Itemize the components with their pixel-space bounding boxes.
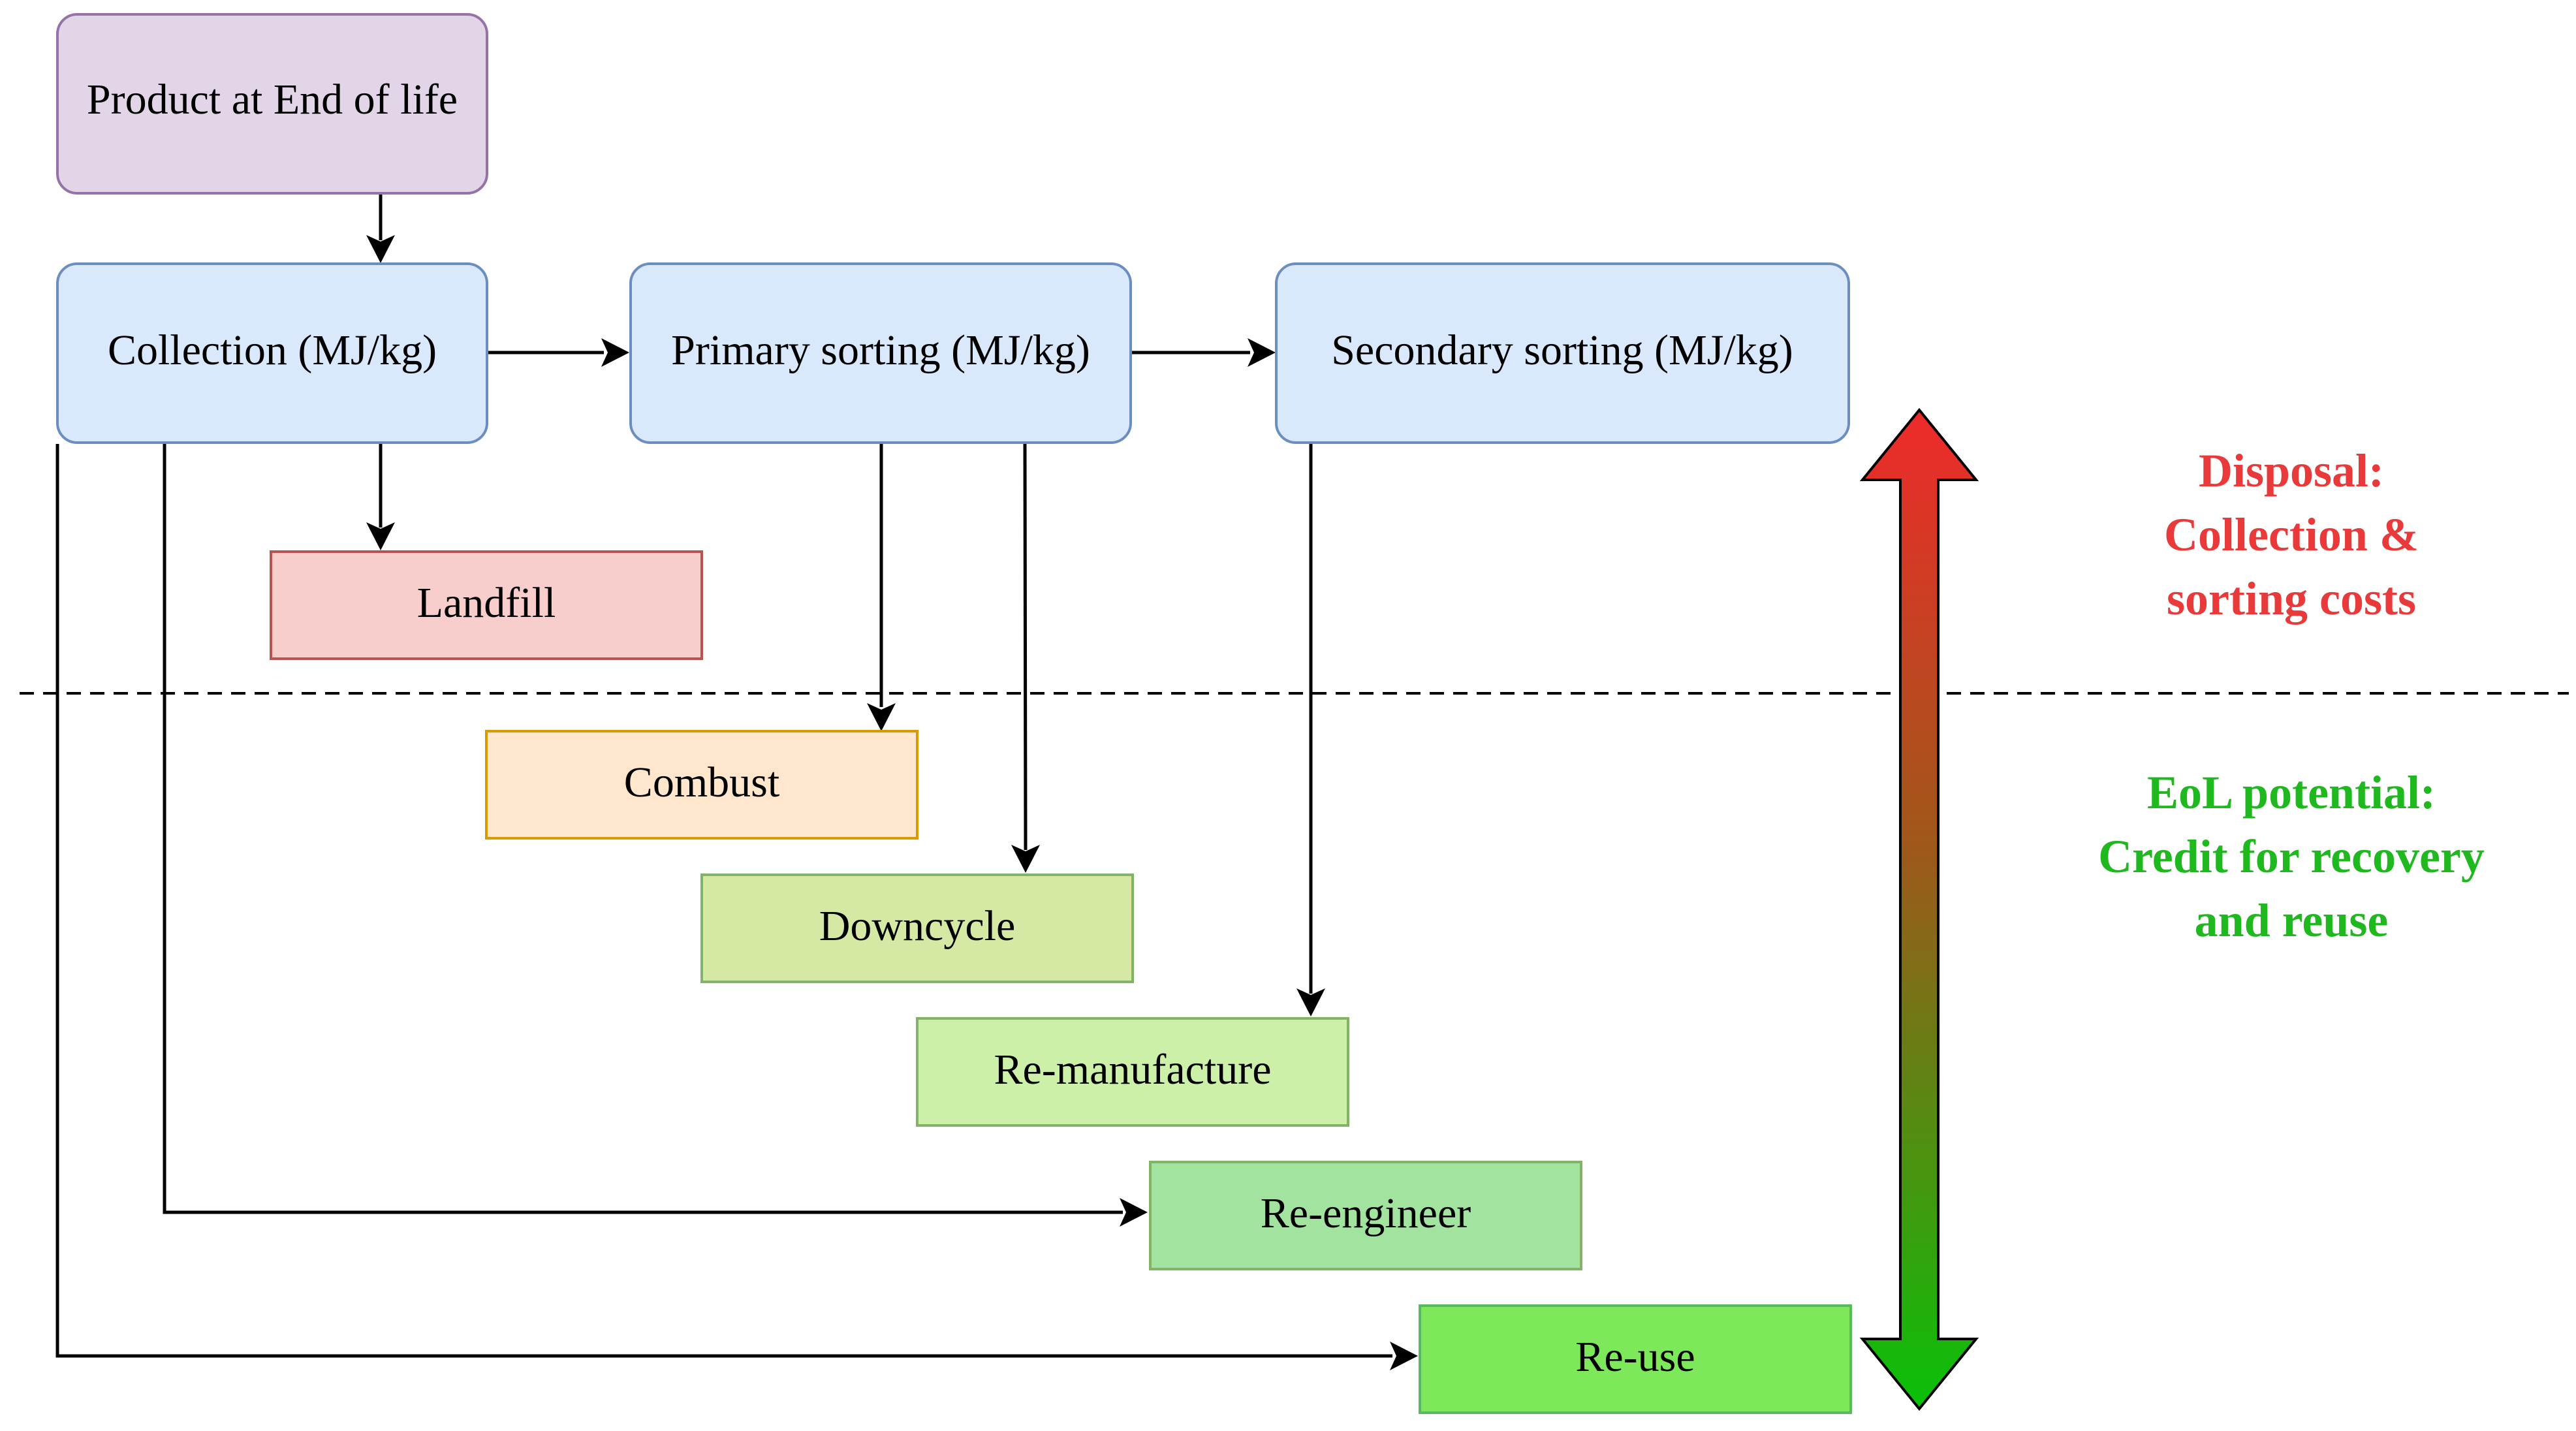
node-product-label: Product at End of life	[87, 76, 458, 123]
arrowhead-remanufacture	[1296, 988, 1325, 1016]
node-combust: Combust	[485, 730, 919, 840]
disposal-line-2: Collection &	[2164, 509, 2419, 561]
arrowhead-landfill	[366, 522, 395, 550]
node-reuse-label: Re-use	[1575, 1333, 1695, 1381]
disposal-line-3: sorting costs	[2167, 573, 2416, 625]
node-reuse: Re-use	[1419, 1304, 1852, 1414]
arrowhead-secondary	[1248, 338, 1276, 367]
node-primary-sorting: Primary sorting (MJ/kg)	[629, 262, 1132, 444]
eol-line-2: Credit for recovery	[2098, 830, 2485, 883]
node-product: Product at End of life	[56, 13, 488, 195]
node-landfill-label: Landfill	[417, 579, 556, 627]
arrowhead-reengineer	[1120, 1198, 1148, 1227]
node-downcycle-label: Downcycle	[819, 902, 1016, 950]
node-primary-sorting-label: Primary sorting (MJ/kg)	[671, 326, 1090, 374]
node-secondary-sorting-label: Secondary sorting (MJ/kg)	[1331, 326, 1793, 374]
node-remanufacture-label: Re-manufacture	[994, 1046, 1271, 1093]
arrowhead-combust	[867, 703, 896, 731]
disposal-label: Disposal: Collection & sorting costs	[2164, 445, 2419, 625]
arrowhead-primary	[601, 338, 629, 367]
node-combust-label: Combust	[624, 759, 779, 806]
connector-primary-downcycle	[1023, 443, 1028, 851]
connector-collection-reuse	[55, 444, 1392, 1358]
node-downcycle: Downcycle	[700, 873, 1134, 983]
arrowhead-collection	[366, 235, 395, 263]
arrow-heads	[366, 235, 1418, 1370]
node-remanufacture: Re-manufacture	[916, 1017, 1349, 1127]
arrowhead-reuse	[1390, 1342, 1418, 1370]
connector-collection-reengineer	[163, 444, 1123, 1214]
gradient-double-arrow	[1859, 407, 1979, 1411]
node-landfill: Landfill	[270, 550, 703, 660]
node-secondary-sorting: Secondary sorting (MJ/kg)	[1275, 262, 1850, 444]
node-collection-label: Collection (MJ/kg)	[108, 326, 437, 374]
arrowhead-downcycle	[1011, 845, 1040, 873]
disposal-line-1: Disposal:	[2199, 445, 2384, 497]
connectors	[55, 194, 1392, 1358]
node-collection: Collection (MJ/kg)	[56, 262, 488, 444]
eol-potential-label: EoL potential: Credit for recovery and r…	[2098, 766, 2485, 947]
node-reengineer-label: Re-engineer	[1261, 1189, 1471, 1237]
eol-line-3: and reuse	[2195, 894, 2389, 947]
node-reengineer: Re-engineer	[1149, 1161, 1582, 1270]
eol-line-1: EoL potential:	[2147, 766, 2436, 819]
